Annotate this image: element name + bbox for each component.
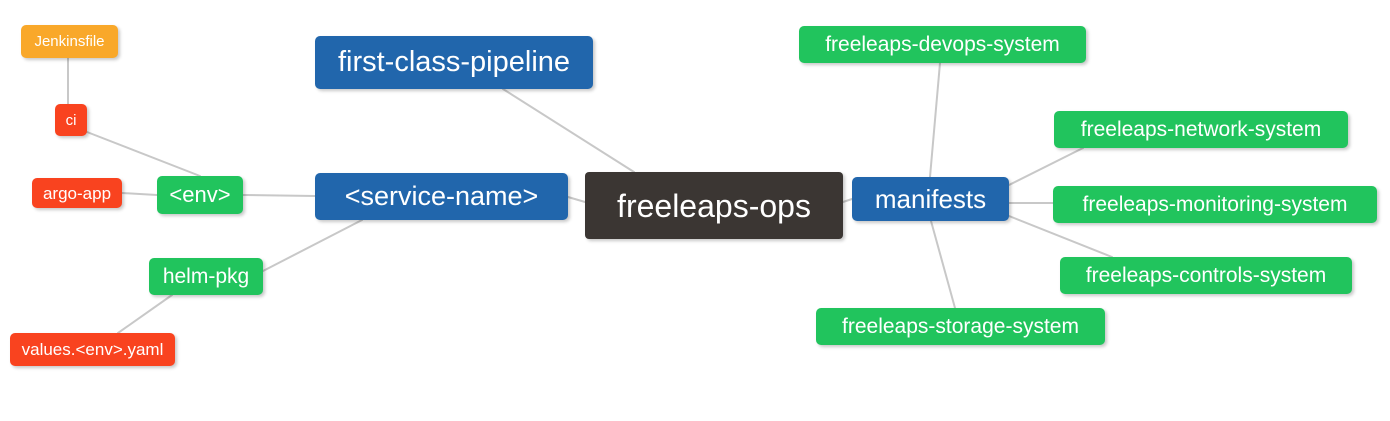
edge-manifests-storage	[930, 220, 956, 309]
node-label: <env>	[169, 182, 231, 207]
node-label: freeleaps-monitoring-system	[1082, 193, 1348, 216]
node-freeleaps-devops-system[interactable]: freeleaps-devops-system	[799, 26, 1086, 63]
node-helm-pkg[interactable]: helm-pkg	[149, 258, 263, 295]
node-label: first-class-pipeline	[337, 46, 571, 78]
node-label: manifests	[874, 184, 987, 214]
node-label: values.<env>.yaml	[21, 340, 164, 359]
node-freeleaps-monitoring-system[interactable]: freeleaps-monitoring-system	[1053, 186, 1377, 223]
edge-ops-manifests	[842, 198, 853, 203]
node-label: helm-pkg	[162, 265, 250, 288]
node-label: freeleaps-ops	[617, 187, 811, 224]
edge-helm-values	[117, 294, 173, 334]
node-label: Jenkinsfile	[34, 33, 105, 50]
node-manifests[interactable]: manifests	[852, 177, 1009, 221]
edge-manifests-network	[1008, 147, 1084, 186]
edge-service-env	[242, 194, 316, 197]
node-jenkinsfile[interactable]: Jenkinsfile	[21, 25, 118, 58]
node-label: <service-name>	[344, 181, 539, 211]
node-freeleaps-ops[interactable]: freeleaps-ops	[585, 172, 843, 239]
edge-env-ci	[86, 131, 201, 177]
node-label: freeleaps-storage-system	[842, 315, 1079, 338]
node-argo-app[interactable]: argo-app	[32, 178, 122, 208]
node-label: ci	[65, 111, 77, 129]
edge-ops-service-name	[567, 196, 586, 203]
node-env[interactable]: <env>	[157, 176, 243, 214]
node-freeleaps-storage-system[interactable]: freeleaps-storage-system	[816, 308, 1105, 345]
edge-env-argo	[121, 192, 158, 196]
node-label: freeleaps-devops-system	[825, 33, 1060, 56]
node-label: freeleaps-network-system	[1080, 118, 1322, 141]
node-freeleaps-network-system[interactable]: freeleaps-network-system	[1054, 111, 1348, 148]
edge-ops-pipeline	[502, 88, 635, 173]
node-service-name[interactable]: <service-name>	[315, 173, 568, 220]
node-ci[interactable]: ci	[55, 104, 87, 136]
edge-service-helm	[262, 219, 363, 272]
node-label: freeleaps-controls-system	[1085, 264, 1327, 287]
node-label: argo-app	[42, 183, 112, 203]
node-first-class-pipeline[interactable]: first-class-pipeline	[315, 36, 593, 89]
node-values-env-yaml[interactable]: values.<env>.yaml	[10, 333, 175, 366]
node-freeleaps-controls-system[interactable]: freeleaps-controls-system	[1060, 257, 1352, 294]
edge-manifests-devops	[929, 62, 941, 178]
